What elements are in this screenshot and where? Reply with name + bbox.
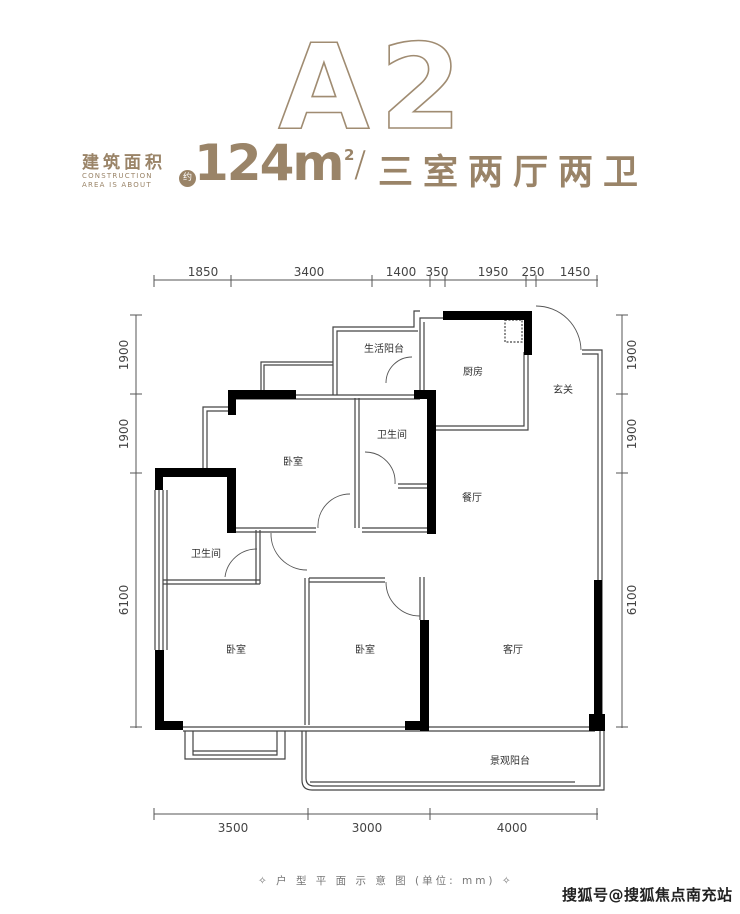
door-bedroom3-icon: [270, 532, 308, 571]
dim-top-2: 3400: [294, 265, 325, 279]
area-value: 124m: [194, 134, 344, 192]
dim-left-1: 1900: [117, 340, 131, 371]
room-bathroom-2: 卫生间: [191, 547, 221, 560]
area-label-en-line1: CONSTRUCTION: [82, 172, 153, 180]
dim-top-3: 1400: [386, 265, 417, 279]
room-bedroom-1: 卧室: [283, 455, 303, 468]
separator: /: [354, 144, 367, 185]
dim-right-2: 1900: [625, 419, 639, 450]
dim-right-1: 1900: [625, 340, 639, 371]
area-subtitle: 建筑面积 CONSTRUCTION AREA IS ABOUT 约 124m 2…: [82, 134, 682, 196]
door-bedroom1-icon: [317, 493, 351, 529]
unit-code-title: A2: [277, 30, 471, 140]
bottom-dimension-line: [153, 808, 598, 820]
layout-type: 三室两厅两卫: [378, 153, 649, 193]
right-dimension-line: [616, 314, 628, 728]
room-service-balcony: 生活阳台: [364, 342, 404, 355]
door-bathroom1-icon: [364, 451, 396, 485]
dim-right-3: 6100: [625, 585, 639, 616]
area-label-en-line2: AREA IS ABOUT: [82, 181, 152, 189]
room-bedroom-3: 卧室: [226, 643, 246, 656]
load-bearing-walls: [155, 311, 605, 731]
room-foyer: 玄关: [553, 383, 573, 396]
dim-top-6: 250: [522, 265, 545, 279]
area-label-en: CONSTRUCTION AREA IS ABOUT: [82, 172, 172, 190]
door-bedroom2-icon: [385, 581, 421, 617]
dim-top-1: 1850: [188, 265, 219, 279]
dim-top-7: 1450: [560, 265, 591, 279]
dim-left-3: 6100: [117, 585, 131, 616]
dim-bottom-2: 3000: [352, 821, 383, 835]
room-dining: 餐厅: [462, 491, 482, 504]
unit-code-text: A2: [278, 30, 471, 140]
plan-caption: ✧ 户 型 平 面 示 意 图 (单位: mm) ✧: [258, 875, 514, 887]
dim-bottom-3: 4000: [497, 821, 528, 835]
room-kitchen: 厨房: [463, 365, 483, 378]
top-dimension-line: [153, 275, 598, 287]
room-bedroom-2: 卧室: [355, 643, 375, 656]
source-watermark: 搜狐号@搜狐焦点南充站: [562, 886, 733, 904]
area-unit-superscript: 2: [344, 146, 355, 164]
thin-walls: [154, 310, 605, 791]
door-service-balcony-icon: [385, 356, 413, 384]
door-bathroom2-icon: [224, 548, 258, 578]
dim-bottom-1: 3500: [218, 821, 249, 835]
door-swings: [224, 305, 582, 617]
dim-top-4: 350: [426, 265, 449, 279]
door-entrance-icon: [535, 305, 582, 351]
dim-top-5: 1950: [478, 265, 509, 279]
area-label-cn: 建筑面积: [82, 153, 166, 173]
left-dimension-line: [130, 314, 142, 728]
approx-badge: 约: [179, 170, 196, 187]
dim-left-2: 1900: [117, 419, 131, 450]
room-bathroom-1: 卫生间: [377, 428, 407, 441]
room-view-balcony: 景观阳台: [490, 754, 530, 767]
room-living: 客厅: [503, 643, 523, 656]
